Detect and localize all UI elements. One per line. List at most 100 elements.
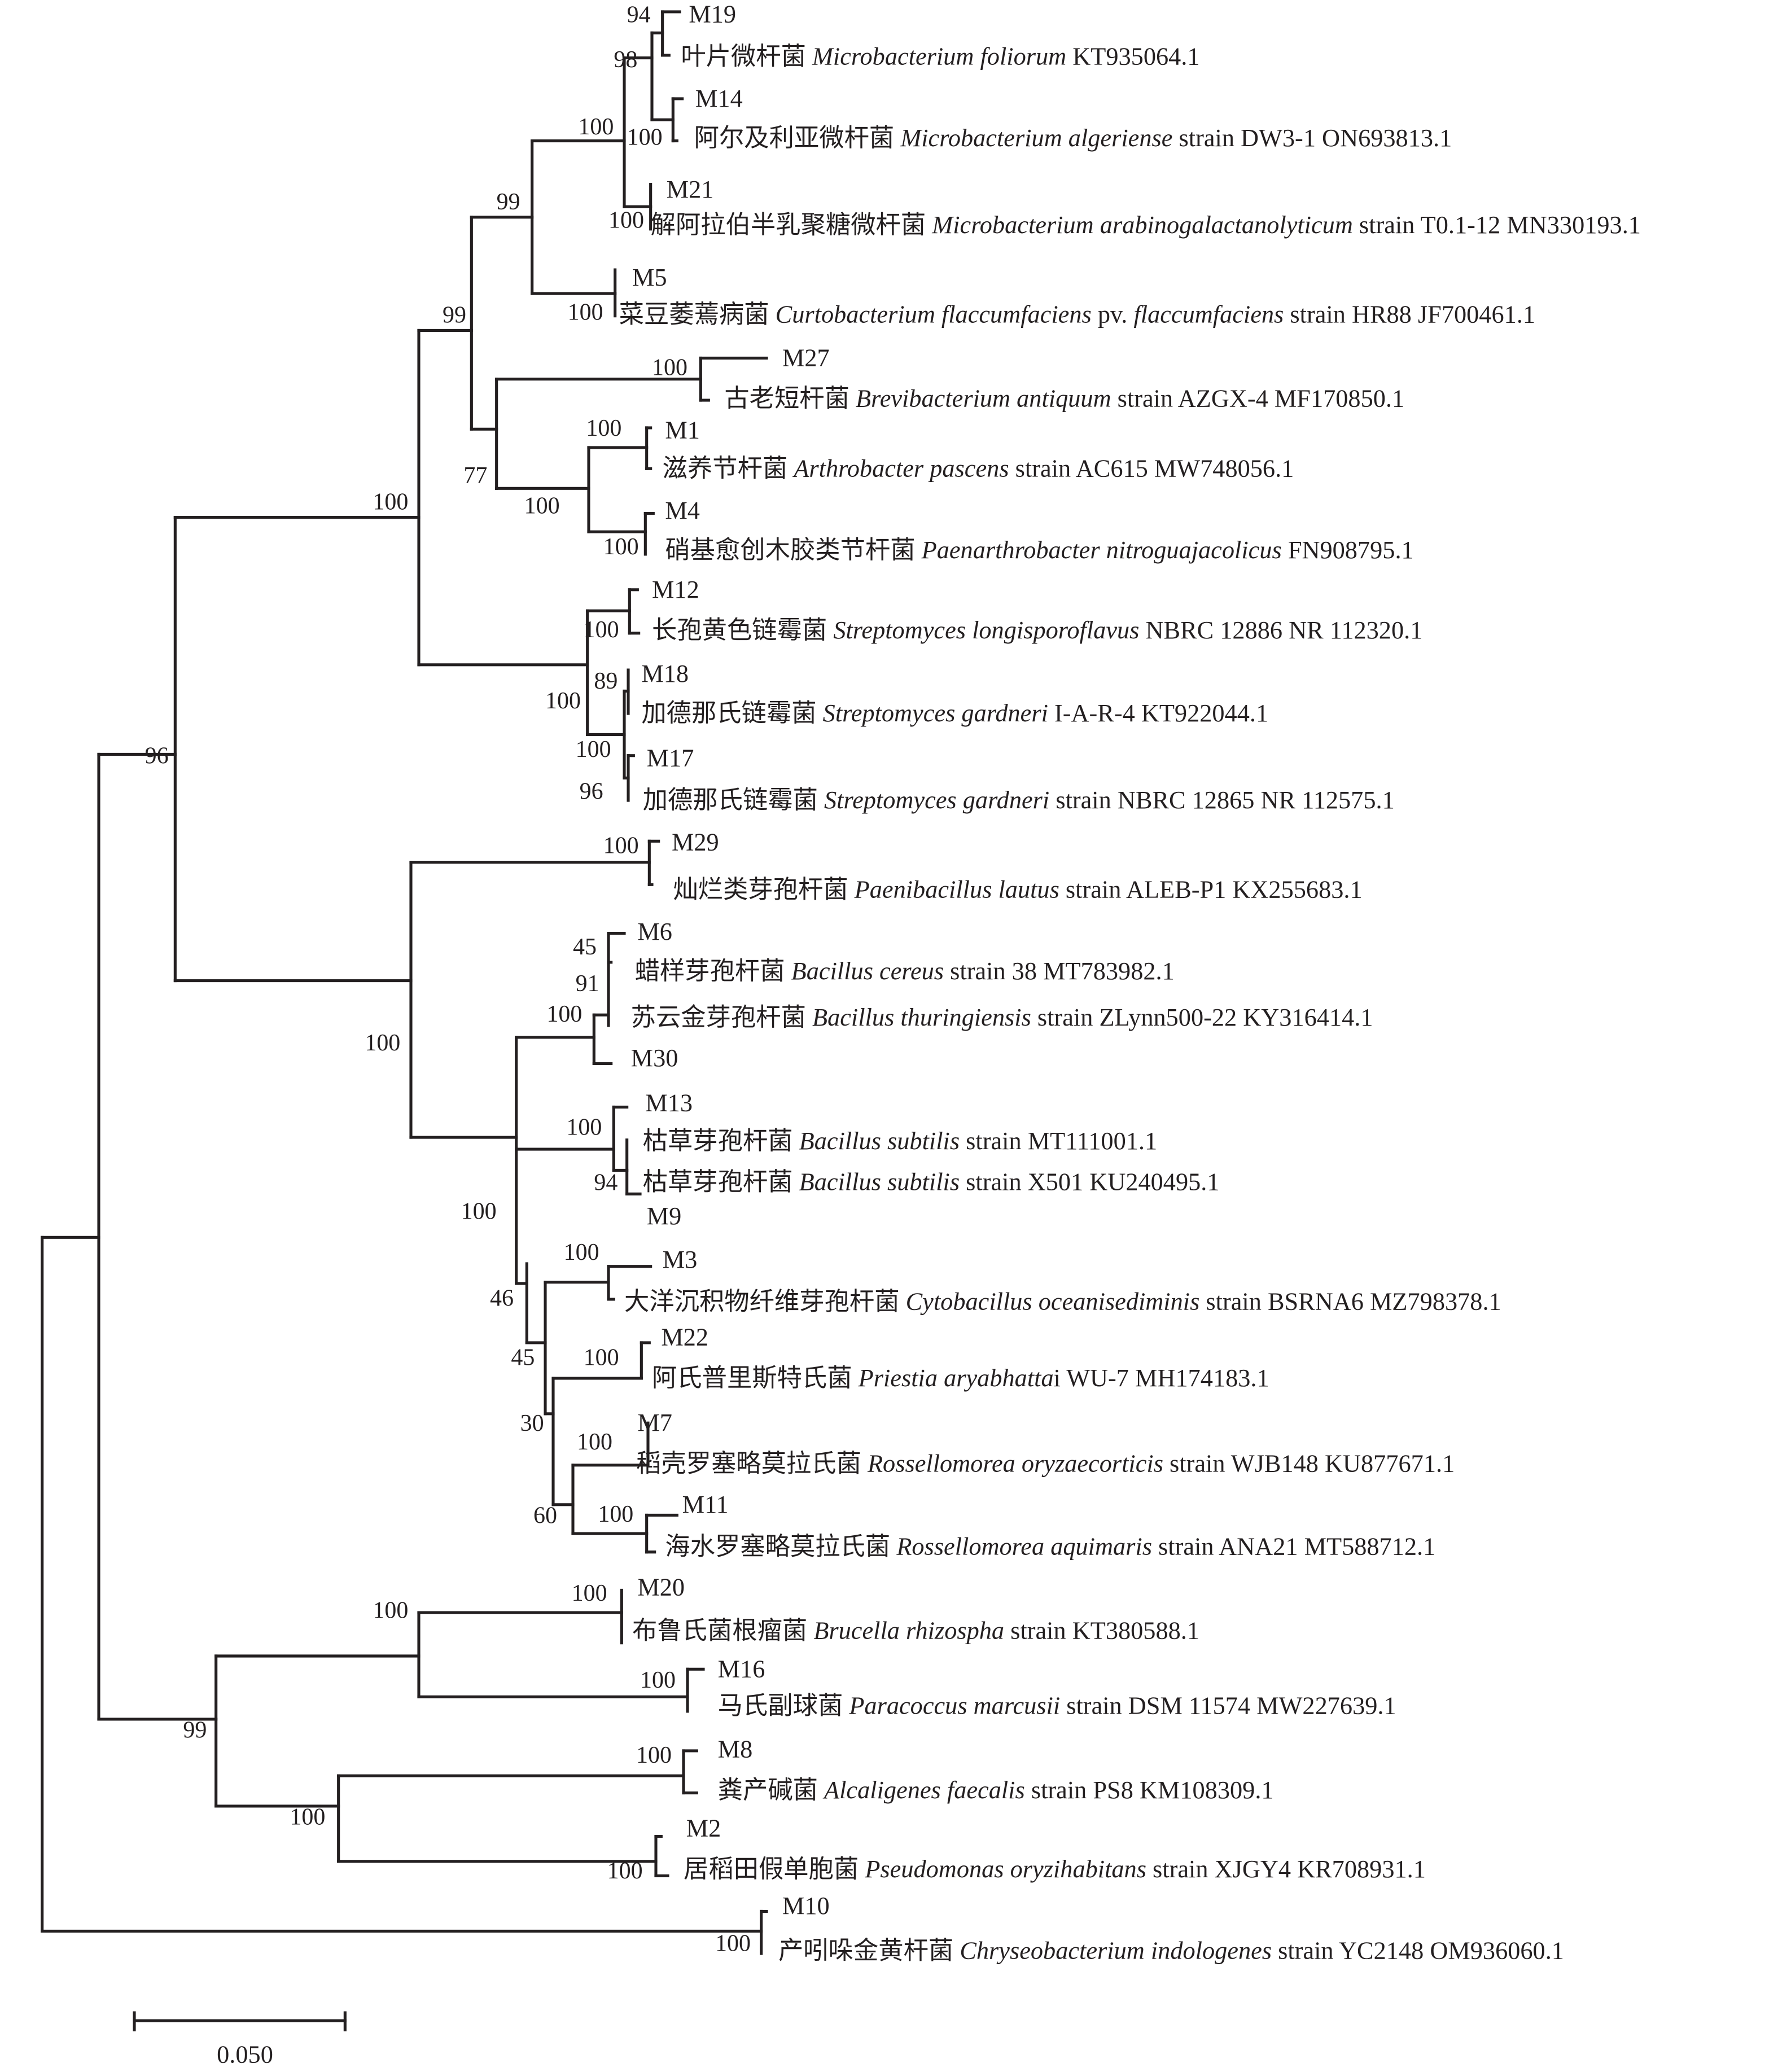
isolate-label: M8 <box>718 1736 753 1763</box>
bootstrap-value: 94 <box>627 2 651 28</box>
species-name: flaccumfaciens <box>1133 300 1284 328</box>
bootstrap-value: 100 <box>603 534 639 560</box>
bootstrap-value: 100 <box>564 1239 599 1265</box>
reference-taxon-label: 加德那氏链霉菌 Streptomyces gardneri strain NBR… <box>643 786 1395 814</box>
reference-taxon-label: 枯草芽孢杆菌 Bacillus subtilis strain X501 KU2… <box>643 1168 1220 1195</box>
species-name: Alcaligenes faecalis <box>822 1776 1025 1804</box>
isolate-label: M29 <box>672 829 719 856</box>
species-name: Rossellomorea oryzaecorticis <box>867 1449 1163 1477</box>
bootstrap-value: 99 <box>183 1718 207 1744</box>
bootstrap-value: 100 <box>584 617 619 643</box>
bootstrap-value: 94 <box>594 1169 618 1195</box>
bootstrap-value: 96 <box>145 743 169 769</box>
reference-taxon-label: 长孢黄色链霉菌 Streptomyces longisporoflavus NB… <box>652 616 1422 644</box>
label-text: 稻壳罗塞略莫拉氏菌 <box>636 1449 868 1477</box>
bootstrap-value: 77 <box>463 463 487 489</box>
label-text: strain KT380588.1 <box>1004 1617 1199 1645</box>
reference-taxon-label: 居稻田假单胞菌 Pseudomonas oryzihabitans strain… <box>684 1855 1426 1883</box>
label-text: 灿烂类芽孢杆菌 <box>673 876 854 904</box>
species-name: Bacillus thuringiensis <box>812 1004 1031 1031</box>
label-text: FN908795.1 <box>1282 536 1414 564</box>
bootstrap-value: 100 <box>566 1114 602 1140</box>
bootstrap-value: 100 <box>373 489 408 515</box>
label-text: strain XJGY4 KR708931.1 <box>1146 1855 1426 1883</box>
bootstrap-value: 100 <box>546 1001 582 1027</box>
label-text: strain NBRC 12865 NR 112575.1 <box>1049 786 1395 814</box>
species-name: Curtobacterium flaccumfaciens <box>776 300 1092 328</box>
reference-taxon-label: 产吲哚金黄杆菌 Chryseobacterium indologenes str… <box>778 1937 1564 1964</box>
isolate-label: M1 <box>665 417 700 444</box>
isolate-label: M5 <box>632 264 667 291</box>
bootstrap-value: 100 <box>608 207 644 233</box>
species-name: Arthrobacter pascens <box>792 454 1009 482</box>
bootstrap-value: 46 <box>490 1286 514 1312</box>
species-name: Cytobacillus oceanisediminis <box>906 1288 1200 1316</box>
bootstrap-value: 100 <box>652 355 687 381</box>
label-text: 粪产碱菌 <box>718 1776 824 1804</box>
bootstrap-value: 91 <box>576 971 599 997</box>
species-name: Microbacterium algeriense <box>900 124 1172 152</box>
bootstrap-value: 100 <box>524 493 560 519</box>
scale-bar-label: 0.050 <box>217 2041 273 2069</box>
species-name: Brucella rhizospha <box>813 1617 1004 1645</box>
reference-taxon-label: 稻壳罗塞略莫拉氏菌 Rossellomorea oryzaecorticis s… <box>636 1449 1455 1477</box>
isolate-label: M17 <box>647 744 694 772</box>
bootstrap-value: 100 <box>607 1858 643 1884</box>
reference-taxon-label: 苏云金芽孢杆菌 Bacillus thuringiensis strain ZL… <box>631 1004 1373 1031</box>
label-text: strain ZLynn500-22 KY316414.1 <box>1031 1004 1373 1031</box>
label-text: NBRC 12886 NR 112320.1 <box>1139 616 1422 644</box>
label-text: I-A-R-4 KT922044.1 <box>1048 699 1268 727</box>
bootstrap-value: 96 <box>580 779 603 805</box>
isolate-label: M9 <box>647 1202 682 1230</box>
species-name: Microbacterium foliorum <box>812 42 1066 70</box>
label-text: strain ANA21 MT588712.1 <box>1152 1532 1435 1560</box>
label-text: 产吲哚金黄杆菌 <box>778 1937 960 1964</box>
label-text: 马氏副球菌 <box>718 1692 849 1720</box>
species-name: Bacillus subtilis <box>799 1168 960 1195</box>
isolate-label: M6 <box>637 918 672 945</box>
label-text: 阿氏普里斯特氏菌 <box>652 1364 859 1392</box>
label-text: KT935064.1 <box>1066 42 1199 70</box>
bootstrap-value: 100 <box>572 1580 607 1606</box>
bootstrap-value: 100 <box>290 1804 325 1830</box>
species-name: Bacillus cereus <box>791 957 944 985</box>
isolate-label: M19 <box>689 1 736 28</box>
species-name: Paenarthrobacter nitroguajacolicus <box>921 536 1282 564</box>
reference-taxon-label: 马氏副球菌 Paracoccus marcusii strain DSM 115… <box>718 1692 1396 1720</box>
label-text: 菜豆萎蔫病菌 <box>619 300 776 328</box>
reference-taxon-label: 蜡样芽孢杆菌 Bacillus cereus strain 38 MT78398… <box>635 957 1175 985</box>
bootstrap-value: 100 <box>577 1429 612 1455</box>
label-text: 硝基愈创木胶类节杆菌 <box>665 536 921 564</box>
bootstrap-value: 100 <box>545 688 581 714</box>
tree-branches <box>41 10 768 1955</box>
bootstrap-value: 100 <box>568 300 603 326</box>
label-text: pv. <box>1092 300 1134 328</box>
isolate-label: M14 <box>695 85 743 112</box>
reference-taxon-label: 枯草芽孢杆菌 Bacillus subtilis strain MT111001… <box>643 1127 1157 1155</box>
isolate-label: M7 <box>637 1409 672 1436</box>
species-name: Streptomyces longisporoflavus <box>833 616 1139 644</box>
label-text: 蜡样芽孢杆菌 <box>635 957 791 985</box>
species-name: Streptomyces gardneri <box>823 699 1048 727</box>
bootstrap-value: 100 <box>586 415 621 441</box>
reference-taxon-label: 滋养节杆菌 Arthrobacter pascens strain AC615 … <box>663 454 1294 482</box>
species-name: Paenibacillus lautus <box>854 876 1059 904</box>
bootstrap-value: 100 <box>461 1199 497 1225</box>
bootstrap-value: 100 <box>373 1597 408 1623</box>
species-name: Paracoccus marcusii <box>848 1692 1060 1720</box>
bootstrap-value: 100 <box>365 1030 400 1056</box>
reference-taxon-label: 解阿拉伯半乳聚糖微杆菌 Microbacterium arabinogalact… <box>651 211 1641 239</box>
isolate-label: M20 <box>637 1574 685 1601</box>
bootstrap-value: 100 <box>578 114 614 140</box>
label-text: strain 38 MT783982.1 <box>944 957 1175 985</box>
bootstrap-value: 100 <box>627 125 663 151</box>
isolate-label: M13 <box>645 1089 693 1116</box>
label-text: strain DW3-1 ON693813.1 <box>1172 124 1452 152</box>
reference-taxon-label: 叶片微杆菌 Microbacterium foliorum KT935064.1 <box>681 42 1199 70</box>
label-text: 解阿拉伯半乳聚糖微杆菌 <box>651 211 932 239</box>
label-text: strain BSRNA6 MZ798378.1 <box>1199 1288 1501 1316</box>
label-text: 滋养节杆菌 <box>663 454 794 482</box>
reference-taxon-label: 古老短杆菌 Brevibacterium antiquum strain AZG… <box>724 385 1404 413</box>
species-name: Brevibacterium antiquum <box>856 385 1111 413</box>
label-text: i WU-7 MH174183.1 <box>1054 1364 1269 1392</box>
